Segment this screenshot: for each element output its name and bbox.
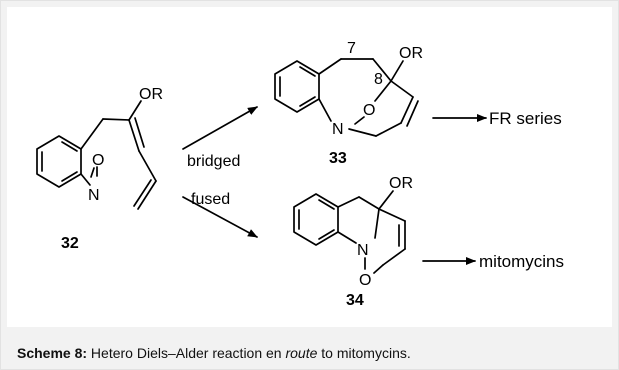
- scheme-caption: Scheme 8: Hetero Diels–Alder reaction en…: [17, 345, 411, 361]
- compound-34-o-label: O: [359, 272, 371, 289]
- mitomycins-label: mitomycins: [479, 252, 564, 271]
- compound-33-id: 33: [329, 150, 347, 167]
- reaction-scheme: OR O N 32 7 OR 8 O N 33 OR N O 34 bridge…: [36, 40, 564, 309]
- compound-33-or-label: OR: [399, 45, 423, 62]
- compound-33-locant-8: 8: [374, 71, 383, 88]
- fr-series-label: FR series: [489, 109, 562, 128]
- caption-text-before: Hetero Diels–Alder reaction en: [87, 345, 286, 361]
- compound-32-o-label: O: [92, 152, 104, 169]
- compound-34-or-label: OR: [389, 175, 413, 192]
- fused-arrow: [182, 196, 258, 238]
- compound-32-id: 32: [61, 235, 79, 252]
- compound-33-o-label: O: [363, 102, 375, 119]
- bridged-arrow: [182, 106, 258, 150]
- fused-label: fused: [191, 191, 230, 208]
- compound-34-n-label: N: [357, 242, 369, 259]
- scheme-panel: [7, 7, 612, 327]
- compound-33-locant-7: 7: [347, 40, 356, 57]
- caption-label: Scheme 8:: [17, 345, 88, 361]
- compound-32-or-label: OR: [139, 86, 163, 103]
- compound-32-structure: [36, 100, 157, 210]
- compound-32-n-label: N: [88, 187, 100, 204]
- caption-text-after: to mitomycins.: [317, 345, 411, 361]
- caption-italic: route: [285, 345, 318, 361]
- bridged-label: bridged: [187, 153, 240, 170]
- compound-34-id: 34: [346, 292, 364, 309]
- compound-33-n-label: N: [332, 121, 344, 138]
- compound-33-structure: [274, 58, 419, 137]
- compound-34-structure: [293, 190, 406, 274]
